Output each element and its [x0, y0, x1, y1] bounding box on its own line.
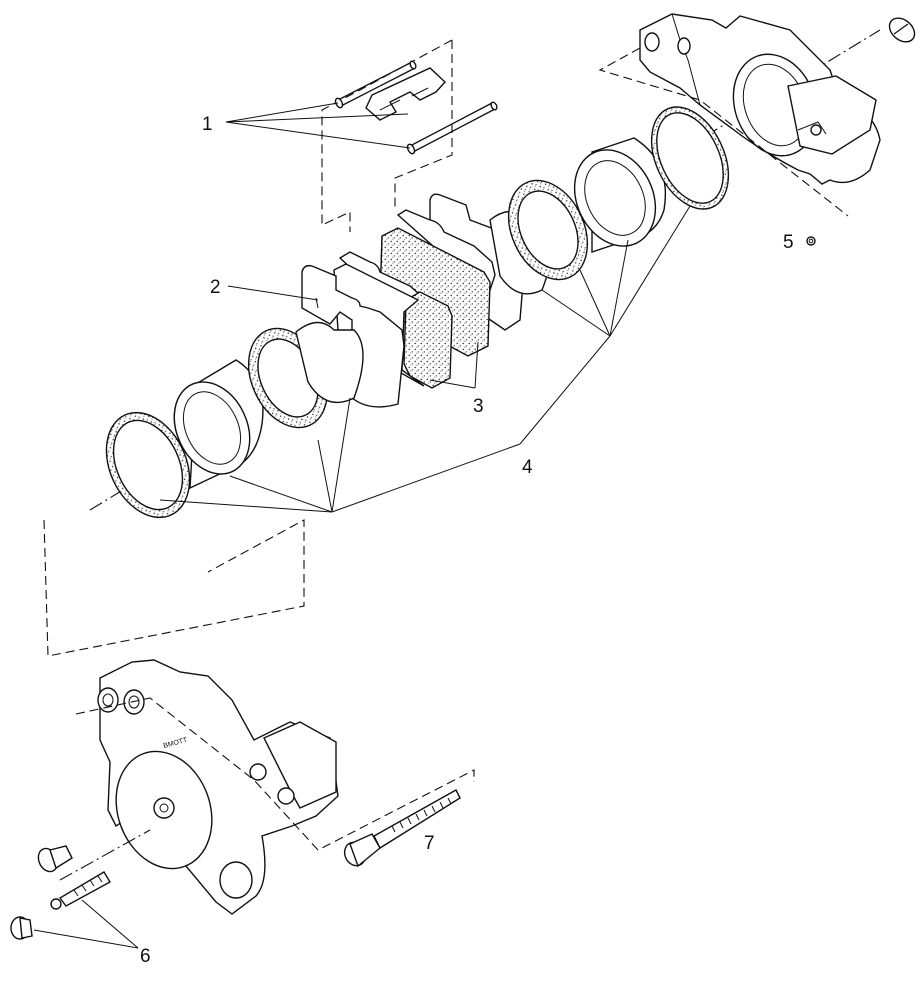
caliper-bolt: [343, 789, 461, 868]
lower-caliper-outline-dashed: [43, 519, 305, 657]
callout-1: 1: [202, 114, 213, 135]
small-nut: [806, 236, 816, 246]
plug-screw: [37, 845, 73, 873]
dust-cap: [10, 916, 33, 940]
caliper-half-outer: [639, 13, 881, 185]
callout-3: 3: [473, 396, 484, 417]
callout-7: 7: [424, 833, 435, 854]
outer-dust-ring-left: [105, 411, 191, 519]
piston-left: [173, 359, 264, 490]
callout-2: 2: [210, 277, 221, 298]
callout-6: 6: [140, 946, 151, 967]
caliper-half-inner: [97, 659, 339, 915]
outer-dust-ring-right: [650, 106, 730, 210]
spring-clip: [365, 67, 446, 121]
callout-5: 5: [783, 232, 794, 253]
leader-lines: [33, 102, 691, 949]
retaining-pin-lower: [406, 101, 498, 155]
bleeder-axis-line: [59, 829, 151, 881]
piston-seal-right: [507, 179, 589, 281]
bolt-path-dashed: [75, 697, 475, 851]
callout-4: 4: [522, 457, 533, 478]
outer-caliper-outline-dashed: [598, 47, 849, 217]
retaining-pins-group: [321, 39, 498, 232]
retaining-pin-upper: [334, 60, 417, 109]
piston-right: [573, 137, 667, 253]
bleeder-valve: [50, 871, 111, 910]
dust-boot-left: [295, 321, 364, 404]
bleed-screw-cap: [888, 17, 916, 43]
